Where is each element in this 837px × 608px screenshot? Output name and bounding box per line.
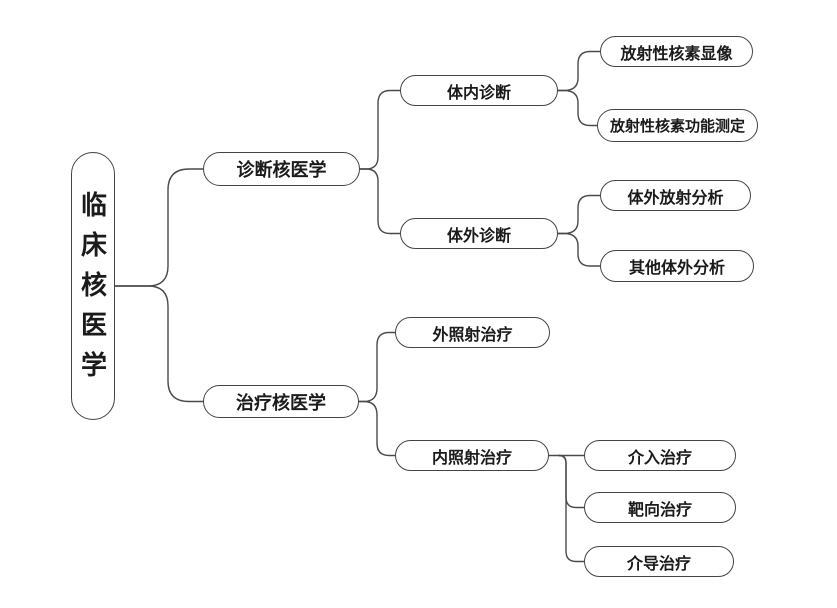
connector-root-to-therapeutic: [113, 285, 204, 403]
connector-diagnostic-to-invivo: [359, 89, 401, 170]
connector-invitro-to-otherassay: [557, 232, 601, 267]
connector-invivo-to-imaging: [557, 50, 601, 92]
node-in-vitro-radioanalysis: 体外放射分析: [600, 180, 751, 211]
connector-internal-to-targeted: [558, 454, 585, 509]
node-clinical-nuclear-medicine: 临床核医学: [71, 152, 115, 420]
connector-root-to-diagnostic: [113, 168, 204, 287]
connector-invivo-to-function: [557, 89, 598, 127]
node-diagnostic-nuclear-medicine: 诊断核医学: [203, 152, 360, 186]
connector-internal-to-mediated: [558, 454, 585, 563]
node-mediated-therapy: 介导治疗: [584, 546, 734, 577]
node-targeted-therapy: 靶向治疗: [584, 492, 736, 523]
connector-therapeutic-to-internal: [358, 400, 396, 457]
node-in-vivo-diagnosis: 体内诊断: [400, 75, 558, 106]
node-interventional-therapy: 介入治疗: [584, 440, 736, 471]
connector-diagnostic-to-invitro: [359, 168, 401, 235]
node-therapeutic-nuclear-medicine: 治疗核医学: [203, 385, 359, 418]
node-radionuclide-function-measurement: 放射性核素功能测定: [597, 109, 758, 142]
node-other-in-vitro-analysis: 其他体外分析: [600, 250, 754, 282]
node-in-vitro-diagnosis: 体外诊断: [400, 218, 558, 249]
connector-therapeutic-to-external: [358, 331, 396, 403]
node-external-irradiation-therapy: 外照射治疗: [395, 317, 550, 348]
connector-invitro-to-radioassay: [557, 194, 601, 235]
node-radionuclide-imaging: 放射性核素显像: [600, 36, 753, 67]
node-internal-irradiation-therapy: 内照射治疗: [395, 440, 549, 471]
